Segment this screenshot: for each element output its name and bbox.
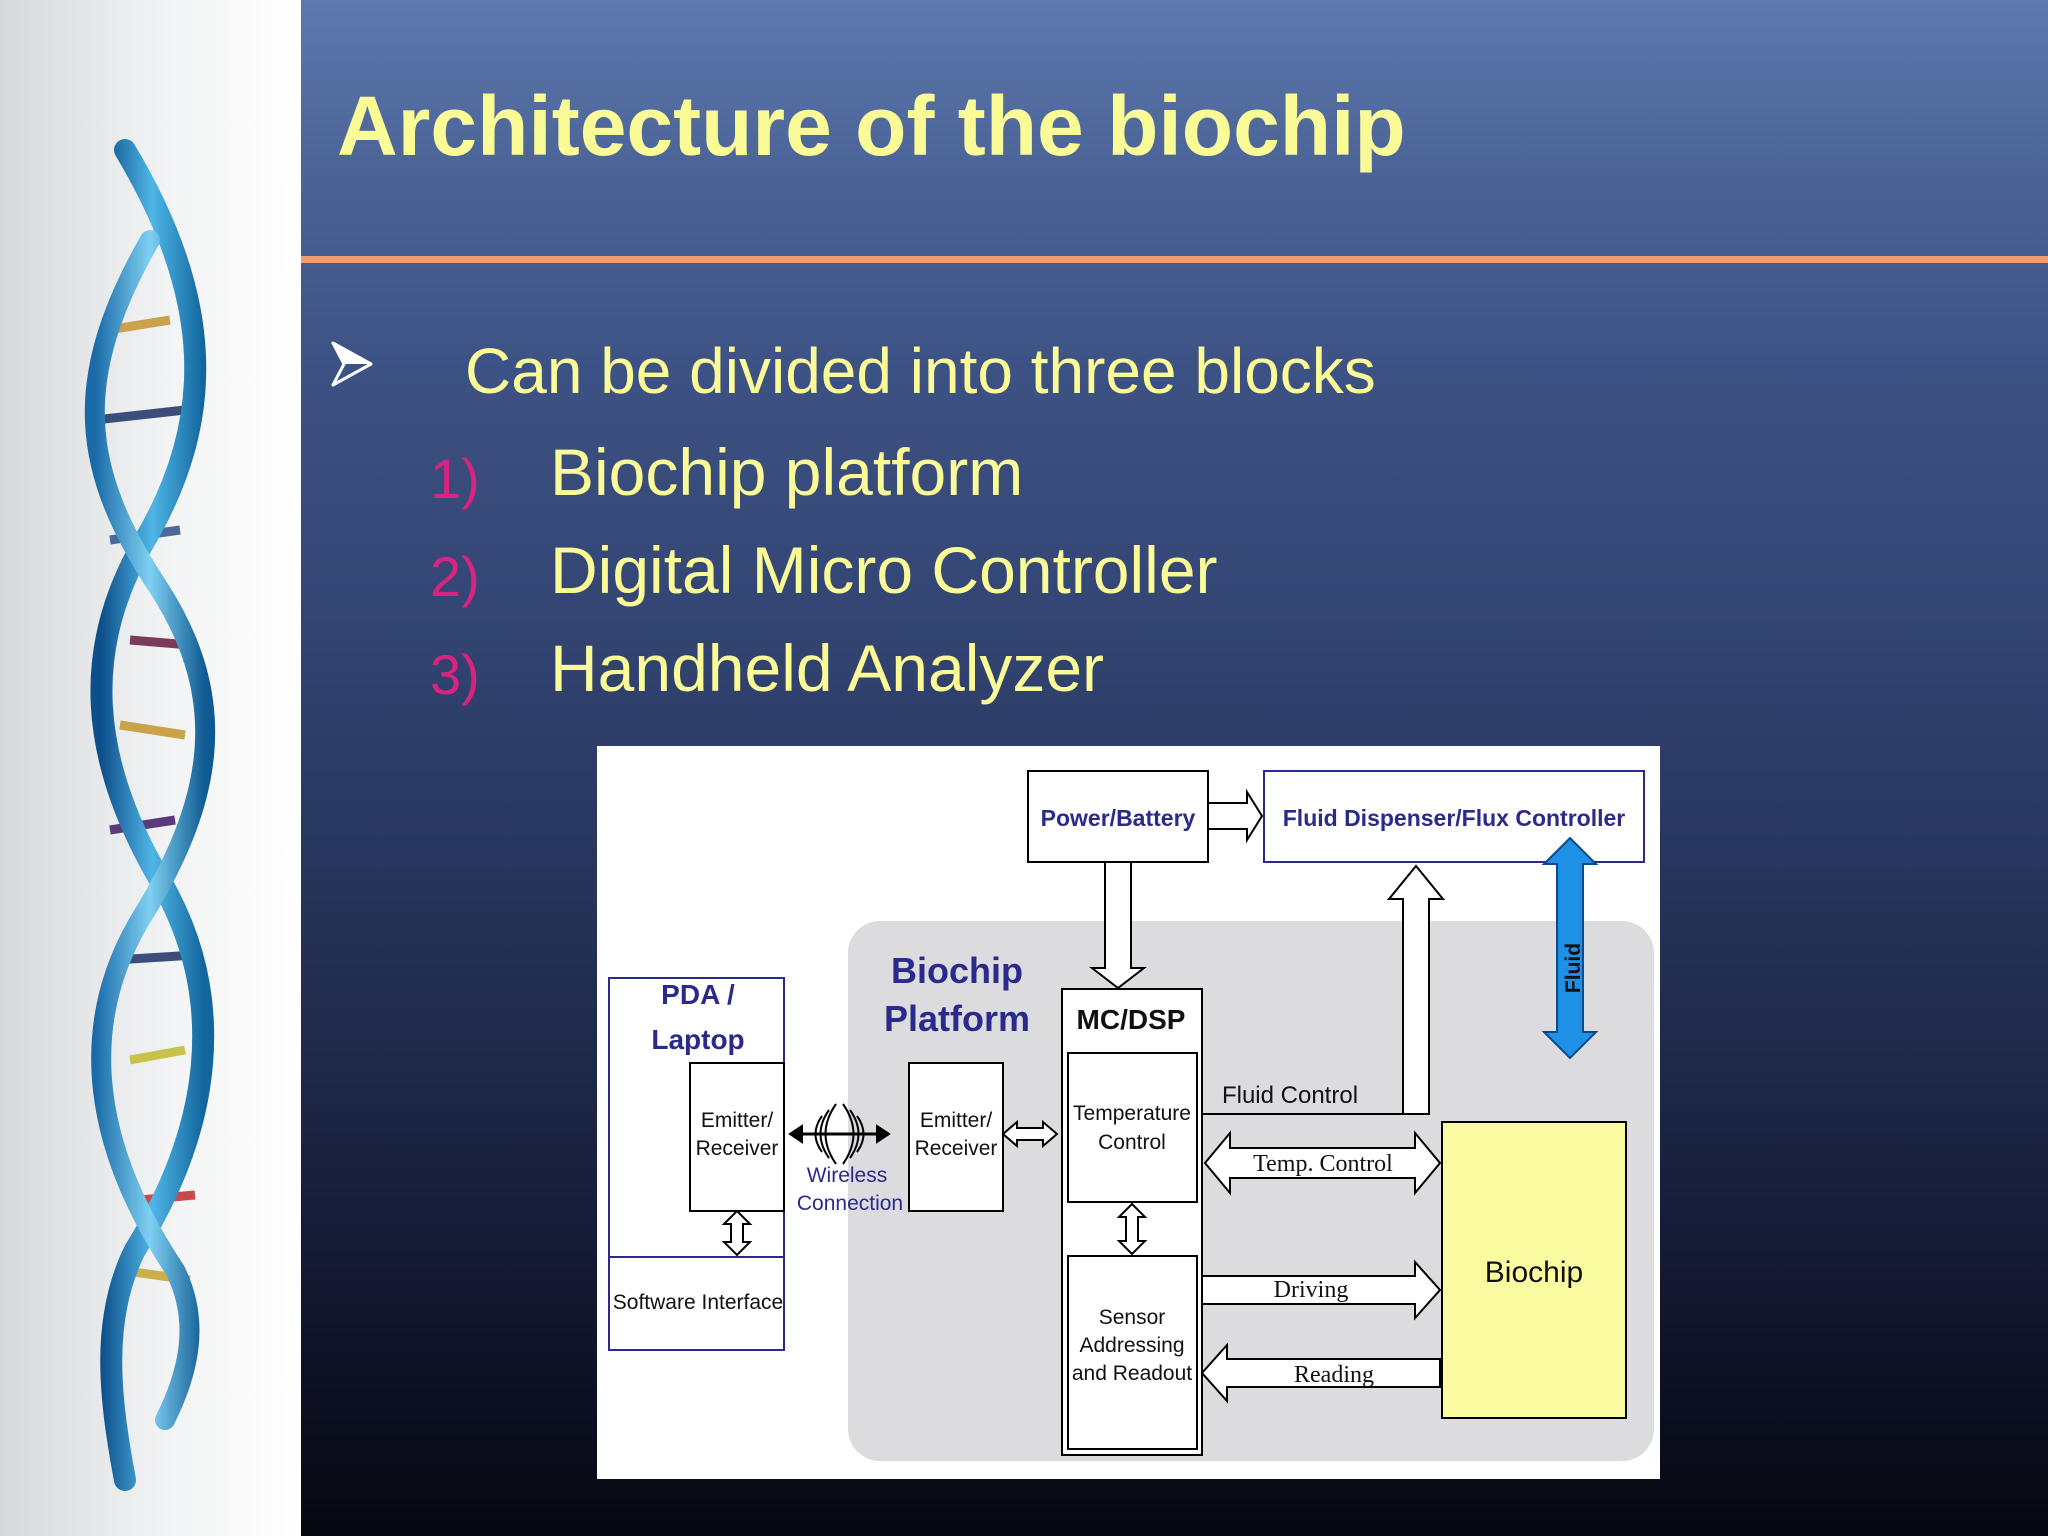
laptop-emitter-line1: Emitter/: [701, 1109, 774, 1132]
fluid-double-arrow: [1541, 836, 1599, 1060]
fluid-dispenser-box: [1263, 770, 1645, 863]
sensor-line3: and Readout: [1072, 1362, 1192, 1385]
fluid-control-arrow: [1202, 864, 1446, 1115]
fluid-label: Fluid: [1562, 943, 1585, 993]
power-to-fluid-arrow: [1207, 788, 1264, 844]
architecture-diagram: Power/Battery Fluid Dispenser/Flux Contr…: [597, 746, 1660, 1479]
power-battery-box: [1027, 770, 1209, 863]
platform-emitter-line2: Receiver: [915, 1137, 998, 1160]
platform-emitter-box: [908, 1062, 1004, 1212]
pda-label-line1: PDA /: [661, 979, 735, 1010]
laptop-internal-arrow: [721, 1209, 753, 1257]
fluid-control-label: Fluid Control: [1222, 1082, 1358, 1109]
power-battery-label: Power/Battery: [1041, 805, 1196, 831]
sensor-addressing-box: [1067, 1255, 1198, 1450]
biochip-box: [1441, 1121, 1627, 1419]
wireless-waves-icon: [788, 1103, 891, 1165]
fluid-dispenser-label: Fluid Dispenser/Flux Controller: [1283, 805, 1626, 831]
wireless-label-line2: Connection: [797, 1192, 903, 1215]
power-to-mcdsp-arrow: [1089, 861, 1147, 990]
reading-arrow: [1200, 1342, 1441, 1404]
biochip-label: Biochip: [1485, 1256, 1583, 1289]
sensor-line2: Addressing: [1079, 1334, 1184, 1357]
sensor-line1: Sensor: [1099, 1306, 1166, 1329]
platform-label-line2: Platform: [884, 998, 1030, 1039]
emitter-mcdsp-arrow: [1001, 1119, 1059, 1149]
platform-label-line1: Biochip: [891, 950, 1023, 991]
block-label-3: Handheld Analyzer: [550, 631, 1105, 705]
arrowhead-bullet-icon: [331, 341, 373, 387]
software-interface-label: Software Interface: [613, 1291, 783, 1314]
title-divider: [301, 256, 2048, 263]
block-label-2: Digital Micro Controller: [550, 533, 1218, 607]
wireless-label-line1: Wireless: [807, 1164, 888, 1187]
temperature-control-box: [1067, 1052, 1198, 1203]
temp-control-arrow-label: Temp. Control: [1253, 1151, 1393, 1177]
driving-label: Driving: [1274, 1277, 1349, 1303]
mcdsp-label: MC/DSP: [1077, 1004, 1186, 1035]
pda-label-line2: Laptop: [651, 1024, 744, 1055]
laptop-emitter-box: [689, 1062, 785, 1212]
driving-arrow: [1201, 1259, 1442, 1321]
block-number-2: 2): [430, 545, 480, 608]
block-number-3: 3): [430, 643, 480, 706]
block-number-1: 1): [430, 447, 480, 510]
dna-helix-icon: [84, 139, 216, 1491]
temperature-line1: Temperature: [1073, 1102, 1191, 1125]
architecture-diagram-svg: Power/Battery Fluid Dispenser/Flux Contr…: [608, 770, 1654, 1461]
laptop-emitter-line2: Receiver: [696, 1137, 779, 1160]
temp-sensor-arrow: [1116, 1202, 1148, 1256]
reading-label: Reading: [1294, 1362, 1374, 1388]
intro-bullet: Can be divided into three blocks: [465, 335, 1376, 407]
temperature-line2: Control: [1098, 1131, 1166, 1154]
dna-sidebar: [0, 0, 301, 1536]
slide-title: Architecture of the biochip: [337, 79, 1406, 173]
block-label-1: Biochip platform: [550, 435, 1024, 509]
platform-emitter-line1: Emitter/: [920, 1109, 993, 1132]
temp-control-arrow: [1203, 1130, 1442, 1196]
